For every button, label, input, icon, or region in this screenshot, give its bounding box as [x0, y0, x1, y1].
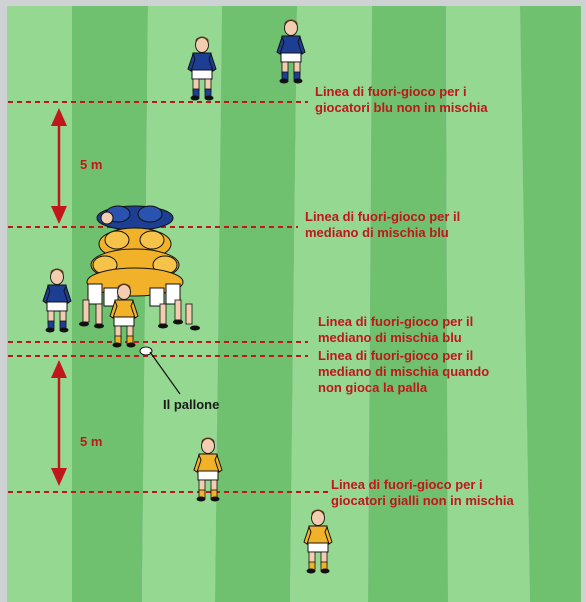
ball-label: Il pallone: [163, 397, 219, 412]
measure-arrow-top: [51, 108, 67, 224]
ball-pointer: [149, 351, 181, 395]
label-yellow-offside: Linea di fuori-gioco per i giocatori gia…: [331, 477, 515, 508]
label-blue-offside: Linea di fuori-gioco per i giocatori blu…: [315, 84, 488, 115]
scrum-icon: [79, 205, 200, 331]
measure-arrow-bottom: [51, 360, 67, 486]
grass-stripes: [7, 6, 581, 602]
measure-label-bottom: 5 m: [80, 434, 102, 449]
label-blue-halfback: Linea di fuori-gioco per il mediano di m…: [305, 209, 464, 240]
label-yellow-halfback: Linea di fuori-gioco per il mediano di m…: [318, 348, 493, 395]
ball-icon: [139, 346, 153, 356]
measure-label-top: 5 m: [80, 157, 102, 172]
label-blue-halfback-2: Linea di fuori-gioco per il mediano di m…: [318, 314, 477, 345]
